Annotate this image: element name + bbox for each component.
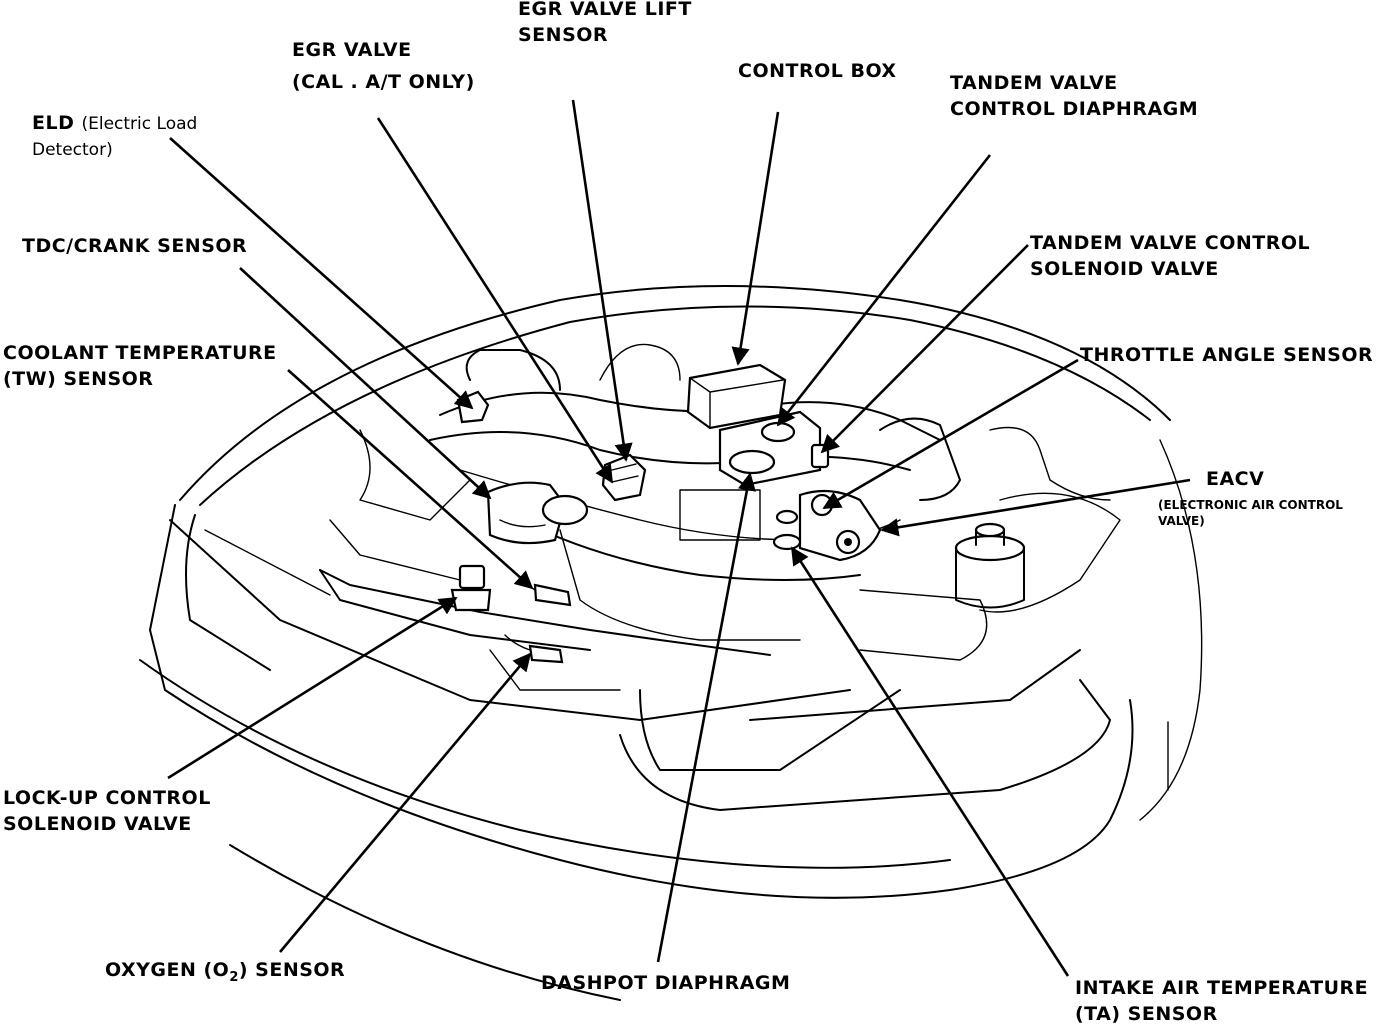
label-oxygen-post: ) SENSOR: [238, 959, 346, 981]
label-egr-valve-lift-sensor-line1: EGR VALVE LIFT: [518, 0, 692, 20]
leader-control-box: [731, 111, 780, 366]
label-egr-valve-lift-sensor: EGR VALVE LIFT SENSOR: [518, 0, 692, 48]
label-oxygen-pre: OXYGEN (O: [105, 959, 230, 981]
label-eacv-desc-line2: VALVE): [1158, 514, 1205, 528]
label-eacv-desc-line1: (ELECTRONIC AIR CONTROL: [1158, 498, 1343, 512]
leader-eld: [169, 137, 474, 410]
label-dashpot-diaphragm: DASHPOT DIAPHRAGM: [541, 972, 791, 994]
label-oxygen-sensor: OXYGEN (O2) SENSOR: [105, 957, 345, 991]
leader-lines: [167, 99, 1191, 977]
tandem-valve-assembly: [718, 410, 830, 487]
eld-part: [456, 390, 490, 424]
label-egr-valve: EGR VALVE (CAL . A/T ONLY): [292, 37, 475, 95]
label-egr-valve-lift-sensor-line2: SENSOR: [518, 24, 609, 46]
label-tandem-valve-control-diaphragm: TANDEM VALVE CONTROL DIAPHRAGM: [950, 70, 1198, 122]
leader-dashpot: [656, 472, 756, 963]
label-coolant-line1: COOLANT TEMPERATURE: [3, 342, 277, 364]
label-egr-valve-line1: EGR VALVE: [292, 39, 412, 61]
label-eld: ELD (Electric Load Detector): [32, 110, 197, 163]
throttle-body-part: [772, 489, 882, 562]
leader-egr-valve: [376, 117, 614, 484]
reservoir-tank: [954, 522, 1026, 609]
leader-tandem-solenoid: [820, 244, 1029, 454]
label-tandem-diaphragm-line2: CONTROL DIAPHRAGM: [950, 98, 1199, 120]
label-oxygen-subscript: 2: [229, 969, 239, 985]
label-intake-air-temperature-sensor: INTAKE AIR TEMPERATURE (TA) SENSOR: [1075, 975, 1368, 1027]
leader-throttle-angle: [822, 358, 1079, 510]
label-tdc-crank-sensor: TDC/CRANK SENSOR: [22, 235, 248, 257]
distributor-part: [486, 481, 589, 545]
label-lockup-line2: SOLENOID VALVE: [3, 813, 192, 835]
label-coolant-temperature-sensor: COOLANT TEMPERATURE (TW) SENSOR: [3, 340, 277, 392]
leader-tdc-crank: [239, 267, 492, 500]
label-throttle-angle-sensor: THROTTLE ANGLE SENSOR: [1080, 344, 1374, 366]
label-eacv: EACV: [1206, 468, 1265, 490]
leader-tandem-diaphragm: [776, 154, 992, 427]
label-tandem-valve-control-solenoid: TANDEM VALVE CONTROL SOLENOID VALVE: [1030, 230, 1310, 282]
label-intake-air-line2: (TA) SENSOR: [1075, 1003, 1218, 1025]
label-tandem-solenoid-line2: SOLENOID VALVE: [1030, 258, 1219, 280]
label-coolant-line2: (TW) SENSOR: [3, 368, 154, 390]
leader-lockup: [167, 596, 458, 780]
label-eld-desc-1: (Electric Load: [81, 114, 198, 134]
leader-oxygen: [279, 652, 532, 953]
label-egr-valve-line2: (CAL . A/T ONLY): [292, 71, 475, 93]
label-intake-air-line1: INTAKE AIR TEMPERATURE: [1075, 977, 1369, 999]
front-panel: [169, 514, 1111, 811]
label-tandem-solenoid-line1: TANDEM VALVE CONTROL: [1030, 232, 1311, 254]
label-eld-line1: ELD (Electric Load: [32, 110, 197, 137]
leader-egr-lift-sensor: [571, 99, 633, 462]
radiator-support: [319, 519, 771, 691]
label-tandem-diaphragm-line1: TANDEM VALVE: [950, 72, 1118, 94]
label-lockup-line1: LOCK-UP CONTROL: [3, 787, 211, 809]
leader-eacv: [880, 478, 1191, 537]
leader-coolant: [287, 369, 534, 590]
leader-intake-air: [790, 546, 1070, 977]
label-eld-desc-2: Detector): [32, 140, 113, 160]
label-eld-abbr: ELD: [32, 112, 75, 134]
label-lock-up-control-solenoid: LOCK-UP CONTROL SOLENOID VALVE: [3, 785, 211, 837]
oxygen-sensor-part: [504, 634, 564, 664]
label-eacv-desc: (ELECTRONIC AIR CONTROL VALVE): [1158, 497, 1343, 529]
label-control-box: CONTROL BOX: [738, 60, 897, 82]
lockup-solenoid-part: [450, 564, 492, 612]
